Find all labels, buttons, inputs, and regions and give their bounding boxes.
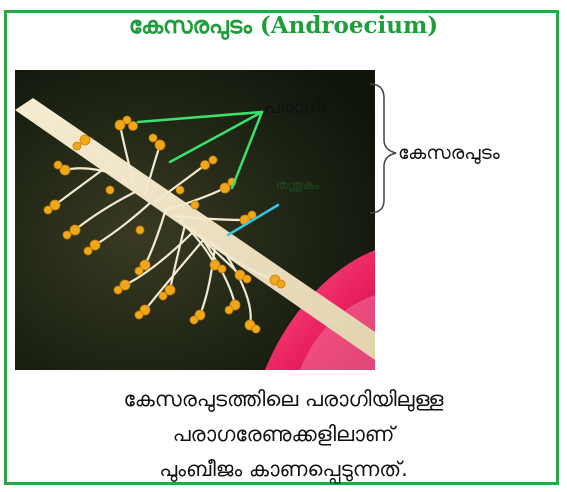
androecium-brace (370, 84, 396, 213)
caption-line-1: കേസരപുടത്തിലെ പരാഗിയിലുള്ള (0, 382, 567, 417)
filament-pointer-line (228, 205, 278, 235)
anther-pointer-line-3 (232, 112, 262, 188)
anther-pointer-line-1 (138, 112, 262, 122)
anther-label: പരാഗി (264, 96, 324, 118)
figure-caption: കേസരപുടത്തിലെ പരാഗിയിലുള്ള പരാഗരേണുക്കളി… (0, 382, 567, 487)
caption-line-3: പുംബീജം കാണപ്പെടുന്നത്. (0, 452, 567, 487)
filament-label: തന്തുകം (276, 178, 319, 193)
androecium-label: കേസരപുടം (398, 142, 500, 164)
caption-line-2: പരാഗരേണുക്കളിലാണ് (0, 417, 567, 452)
